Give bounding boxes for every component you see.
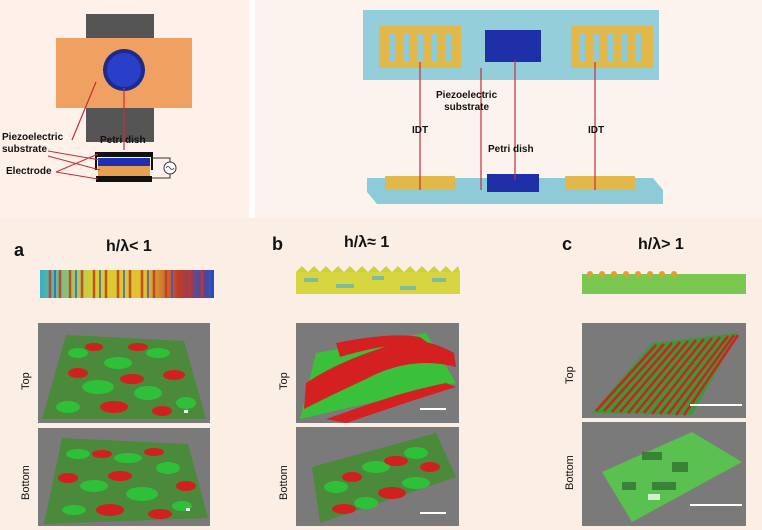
scalebar-b-bottom <box>420 512 446 514</box>
piezo-label-left: Piezoelectric substrate <box>2 132 64 155</box>
panel-c-bottom-label: Bottom <box>564 455 576 490</box>
panel-a-top-label: Top <box>20 372 32 390</box>
plot-b-bottom <box>296 427 459 526</box>
idt-label-left: IDT <box>412 125 429 136</box>
petri-dish-label-right: Petri dish <box>488 144 534 155</box>
panel-b-letter: b <box>272 234 283 254</box>
panel-b-bottom-label: Bottom <box>278 465 290 500</box>
panel-c-top-label: Top <box>564 366 576 384</box>
left-schematic <box>47 14 192 182</box>
panel-b-top-label: Top <box>278 372 290 390</box>
panel-c-title: h/λ> 1 <box>638 236 684 253</box>
right-schematic <box>363 10 663 204</box>
panel-a-title: h/λ< 1 <box>106 238 152 255</box>
scale-marker-a-top <box>184 410 188 413</box>
plot-c-bottom <box>582 422 746 526</box>
scalebar-c-top <box>690 404 742 406</box>
plot-a-top <box>38 323 210 423</box>
panel-b-title: h/λ≈ 1 <box>344 234 390 251</box>
petri-top <box>485 30 541 62</box>
plot-a-bottom <box>38 428 210 526</box>
panel-c-letter: c <box>562 234 573 254</box>
panel-divider <box>249 0 255 218</box>
scalebar-b-top <box>420 408 446 410</box>
piezo-label-right: Piezoelectric substrate <box>436 90 498 113</box>
petri-dish-label-left: Petri dish <box>100 135 146 146</box>
petri-dish-inner <box>107 53 141 87</box>
wave-strip-a <box>40 270 214 298</box>
wave-strip-b <box>296 266 460 294</box>
panel-a-bottom-label: Bottom <box>20 465 32 500</box>
scalebar-c-bottom <box>690 504 742 506</box>
electrode-label: Electrode <box>6 166 52 177</box>
scale-marker-a-bottom <box>186 508 190 511</box>
idt-label-right: IDT <box>588 125 605 136</box>
panel-a-letter: a <box>14 240 25 260</box>
plot-c-top <box>582 323 746 418</box>
plot-b-top <box>296 323 459 423</box>
wave-strip-c <box>582 271 746 294</box>
